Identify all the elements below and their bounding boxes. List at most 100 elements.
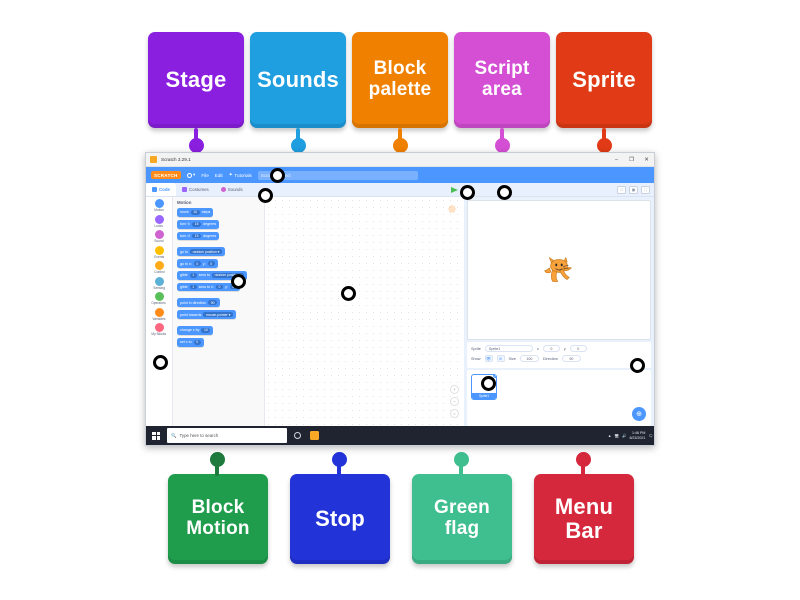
green-flag-icon[interactable] [451,186,458,193]
category-operators[interactable]: Operators [146,292,172,305]
category-sound[interactable]: Sound [146,230,172,243]
annotation-marker-1[interactable] [270,168,285,183]
bottom-label-stop[interactable]: Stop [290,474,390,564]
tab-sounds[interactable]: Sounds [215,183,249,196]
sprite-x-input[interactable]: 0 [542,345,560,352]
canvas-zoom-controls: + − = [450,385,459,418]
maximize-button[interactable]: ❐ [629,156,634,163]
zoom-out-button[interactable]: − [450,397,459,406]
annotation-marker-4[interactable] [497,185,512,200]
category-motion[interactable]: Motion [146,199,172,212]
block-text: degrees [203,233,217,238]
scratch-taskbar-button[interactable] [308,428,321,443]
show-hidden-button[interactable]: ⊘ [496,355,505,362]
small-stage-button[interactable]: □ [617,185,626,194]
bottom-label-menu-bar[interactable]: Menu Bar [534,474,634,564]
block-input[interactable]: 0 [207,261,215,266]
top-label-block-palette[interactable]: Block palette [352,32,448,128]
tray-expand-icon[interactable]: ▲ [607,433,612,438]
block-input[interactable]: 1 [189,272,197,278]
bottom-label-block-motion[interactable]: Block Motion [168,474,268,564]
show-visible-button[interactable]: 👁 [484,355,493,362]
category-events[interactable]: Events [146,245,172,259]
block-input[interactable]: 0 [193,261,201,266]
sprite-name-input[interactable]: Sprite1 [484,345,533,352]
annotation-marker-2[interactable] [258,188,273,203]
volume-icon[interactable]: 🔊 [621,433,627,438]
taskbar-search-box[interactable]: 🔍 Type here to search [167,428,287,443]
block-text: move [180,210,189,215]
category-looks[interactable]: Looks [146,214,172,228]
block-input[interactable]: random position ▾ [212,272,245,278]
label-text: Sprite [572,67,636,93]
menu-item-file[interactable]: File [201,172,209,178]
scratch-logo[interactable]: SCRATCH [151,171,181,179]
notifications-icon[interactable]: 🗨 [648,433,653,438]
category-my-blocks[interactable]: My Blocks [146,323,172,336]
block-input[interactable]: 1 [189,284,197,290]
annotation-marker-8[interactable] [481,376,496,391]
menu-item-tutorials[interactable]: ✦ Tutorials [229,172,252,178]
bottom-label-green-flag[interactable]: Green flag [412,474,512,564]
language-selector[interactable]: ▾ [186,172,195,178]
top-label-sprite[interactable]: Sprite [556,32,652,128]
annotation-marker-5[interactable] [231,274,246,289]
menu-item-edit[interactable]: Edit [214,172,223,178]
show-label: Show [471,356,481,361]
close-button[interactable]: ✕ [644,156,649,163]
block-input[interactable]: 10 [190,210,200,215]
category-sensing[interactable]: Sensing [146,276,172,290]
label-text: Sounds [257,67,339,93]
annotation-marker-7[interactable] [153,355,168,370]
minimize-button[interactable]: – [614,156,619,163]
start-button[interactable] [149,426,163,445]
category-label: Motion [154,208,164,212]
block-input[interactable]: 0 [193,339,201,345]
sprite-size-input[interactable]: 100 [519,355,539,362]
fullscreen-button[interactable]: ⛶ [641,185,650,194]
scratch-cat-sprite[interactable] [542,253,576,287]
block-input[interactable]: 0 [215,284,223,290]
tab-costumes[interactable]: Costumes [176,183,215,196]
add-sprite-button[interactable]: ⊕ [632,407,646,421]
block-text: y: [224,285,228,290]
category-variables[interactable]: Variables [146,307,172,321]
cortana-button[interactable] [291,428,304,443]
annotation-marker-9[interactable] [630,358,645,373]
block-input[interactable]: random position ▾ [190,249,222,255]
top-label-stage[interactable]: Stage [148,32,244,128]
annotation-marker-6[interactable] [341,286,356,301]
sprite-y-input[interactable]: 0 [569,345,587,352]
block-input[interactable]: 10 [201,328,211,333]
annotation-marker-3[interactable] [460,185,475,200]
large-stage-button[interactable]: ▣ [629,185,638,194]
sprite-direction-input[interactable]: 90 [561,355,581,362]
tab-code[interactable]: Code [146,183,176,196]
zoom-in-button[interactable]: + [450,385,459,394]
top-label-script-area[interactable]: Script area [454,32,550,128]
script-area[interactable]: + − = [265,197,464,426]
top-label-sounds[interactable]: Sounds [250,32,346,128]
taskbar-clock[interactable]: 1:46 PM 6/23/2021 [629,431,645,440]
stage-canvas[interactable] [467,200,651,340]
block-input[interactable]: 15 [192,233,202,239]
network-icon[interactable]: 🖥 [614,433,619,438]
block-input[interactable]: 15 [192,221,202,227]
clock-time: 1:46 PM [632,431,646,436]
block-input[interactable]: mouse-pointer ▾ [203,312,233,318]
block-input[interactable]: 90 [208,300,218,306]
category-control[interactable]: Control [146,261,172,274]
zoom-reset-button[interactable]: = [450,409,459,418]
